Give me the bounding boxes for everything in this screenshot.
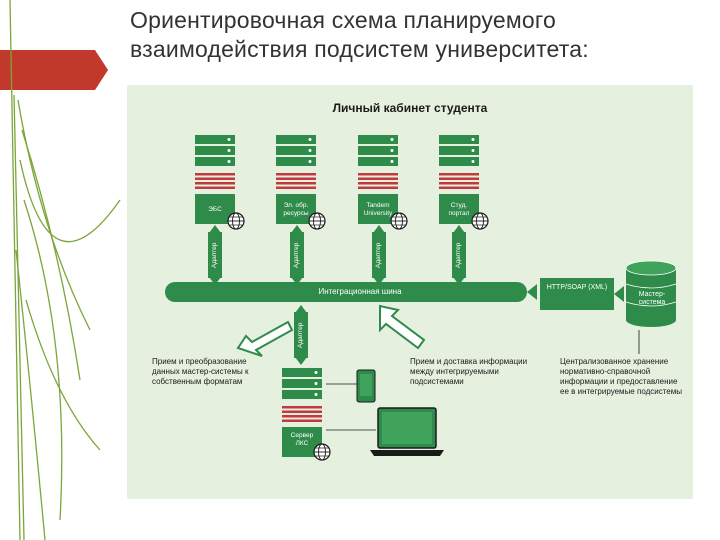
http-soap-box [540, 278, 614, 310]
slide-title: Ориентировочная схема планируемого взаим… [130, 7, 589, 62]
globe-icon [227, 212, 245, 230]
decorative-strokes [0, 0, 121, 540]
server-label-lks: Сервер ЛКС [290, 432, 314, 447]
red-arrow-tab [0, 50, 108, 90]
http-soap-label: HTTP/SOAP (XML) [546, 284, 608, 291]
master-system-database [625, 260, 677, 327]
bus-arrow-right [527, 284, 537, 300]
outline-arrow-left [236, 320, 294, 357]
server-label-el-resources: Эл. обр. ресурсы [283, 202, 309, 217]
green-streaks [9, 0, 121, 540]
description-middle: Прием и доставка информации между интегр… [410, 357, 528, 386]
panel-title: Личный кабинет студента [332, 101, 488, 115]
server-label-student-portal: Студ. портал [448, 202, 470, 217]
adapter-label: Адаптер [455, 242, 462, 268]
description-left: Прием и преобразование данных мастер-сис… [152, 357, 249, 386]
integration-bus [165, 282, 527, 302]
server-label-ebs: ЭБС [208, 206, 222, 213]
description-right: Централизованное хранение нормативно-спр… [560, 357, 682, 396]
adapter-label: Адаптер [293, 242, 300, 268]
adapter-label: Адаптер [375, 242, 382, 268]
adapter-label: Адаптер [297, 322, 304, 348]
bus-label: Интеграционная шина [318, 287, 402, 296]
phone-icon [356, 369, 376, 403]
master-system-label: Мастер-система [638, 291, 666, 306]
http-arrow-right [614, 286, 624, 302]
laptop-icon [370, 407, 444, 456]
outline-arrow-middle [379, 304, 426, 350]
server-label-tandem: Tandem University [363, 202, 393, 217]
adapter-label: Адаптер [211, 242, 218, 268]
